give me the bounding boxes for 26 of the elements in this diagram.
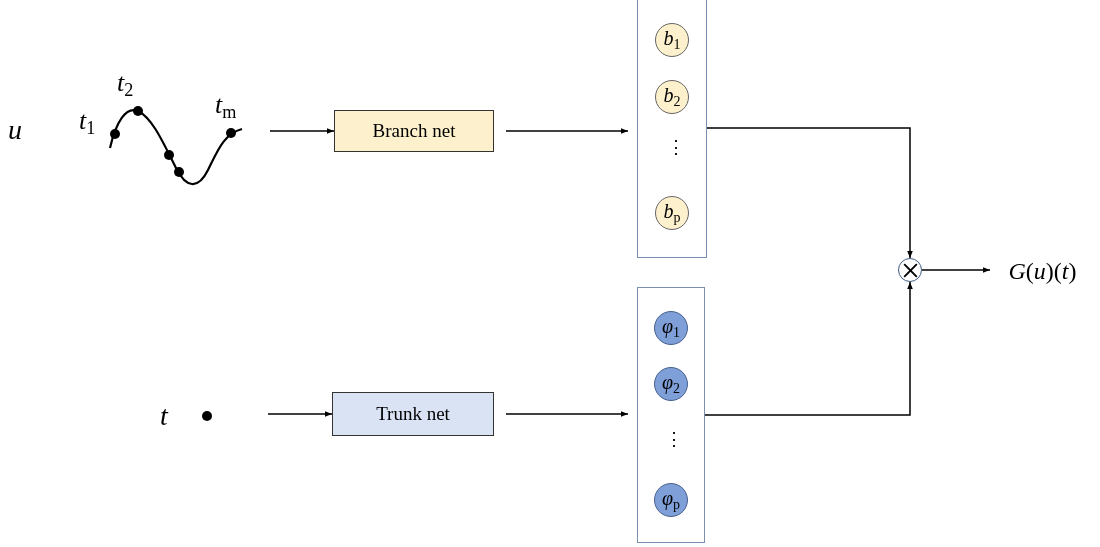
sample-point-label: t$_{2}$	[117, 70, 134, 99]
neuron-circle: b$_{2}$	[655, 80, 689, 114]
output-column	[637, 287, 705, 543]
neuron-circle: φ$_{p}$	[654, 483, 688, 517]
arrow	[921, 267, 991, 273]
ellipsis: ⋮	[665, 430, 683, 448]
output-label: G(u)(t)	[990, 256, 1095, 286]
neuron-circle: b$_{1}$	[655, 23, 689, 57]
neuron-circle: φ$_{2}$	[654, 367, 688, 401]
input-function-label: u	[8, 116, 22, 144]
process-box: Trunk net	[332, 392, 494, 436]
ellipsis: ⋮	[667, 138, 685, 156]
arrow	[267, 411, 333, 417]
multiply-symbol	[898, 258, 922, 282]
query-point-label: t	[160, 402, 168, 430]
arrow	[269, 128, 335, 134]
process-box: Branch net	[334, 110, 494, 152]
output-column	[637, 0, 707, 258]
arrow	[706, 127, 913, 259]
neuron-circle: b$_{p}$	[655, 196, 689, 230]
arrow	[704, 281, 913, 416]
arrow	[505, 128, 629, 134]
sample-point-label: t$_{1}$	[79, 108, 96, 137]
arrow	[505, 411, 629, 417]
neuron-circle: φ$_{1}$	[654, 311, 688, 345]
sample-point-label: t$_{m}$	[215, 92, 237, 121]
